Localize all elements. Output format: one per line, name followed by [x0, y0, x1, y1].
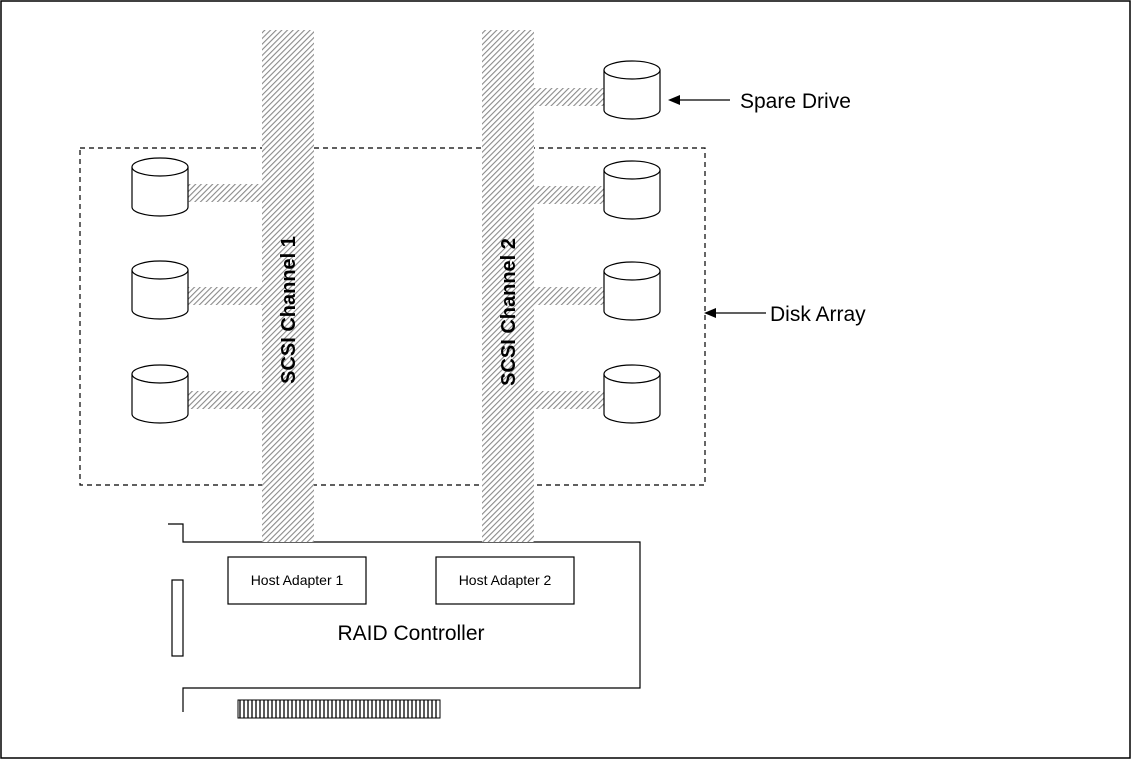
spare-drive-callout: Spare Drive — [668, 90, 851, 113]
disk-array-callout: Disk Array — [704, 303, 866, 326]
drive-stub — [534, 287, 604, 305]
host-adapter-2-label: Host Adapter 2 — [459, 572, 552, 588]
drive-stub — [188, 287, 262, 305]
scsi-channel-1-label: SCSI Channel 1 — [278, 236, 300, 384]
disk-drive — [131, 157, 189, 217]
disk-drive — [603, 261, 661, 321]
raid-controller-label: RAID Controller — [337, 622, 484, 645]
disk-array-label: Disk Array — [770, 303, 866, 326]
drive-stub — [534, 391, 604, 409]
disk-drive — [603, 160, 661, 220]
disk-drive — [131, 364, 189, 424]
scsi-channel-2-bus — [482, 30, 534, 542]
drive-stub — [534, 186, 604, 204]
disk-drive — [603, 364, 661, 424]
raid-controller-card — [168, 523, 641, 719]
arrow-head-icon — [704, 308, 716, 318]
host-adapter-1: Host Adapter 1 — [227, 556, 367, 605]
disk-array-boundary — [79, 147, 706, 486]
drive-stub — [534, 88, 604, 106]
controller-card-outline — [168, 523, 641, 712]
host-adapter-1-label: Host Adapter 1 — [251, 572, 344, 588]
drive-stub — [188, 184, 262, 202]
arrow-head-icon — [668, 95, 680, 105]
disk-drive — [131, 260, 189, 320]
spare-disk-drive — [603, 60, 661, 120]
scsi-channel-1-bus — [262, 30, 314, 542]
drive-stub — [188, 391, 262, 409]
edge-connector — [237, 699, 441, 719]
host-adapter-2: Host Adapter 2 — [435, 556, 575, 605]
scsi-channel-2-label: SCSI Channel 2 — [498, 238, 520, 386]
spare-drive-label: Spare Drive — [740, 90, 851, 113]
controller-bracket-tab — [171, 579, 184, 657]
